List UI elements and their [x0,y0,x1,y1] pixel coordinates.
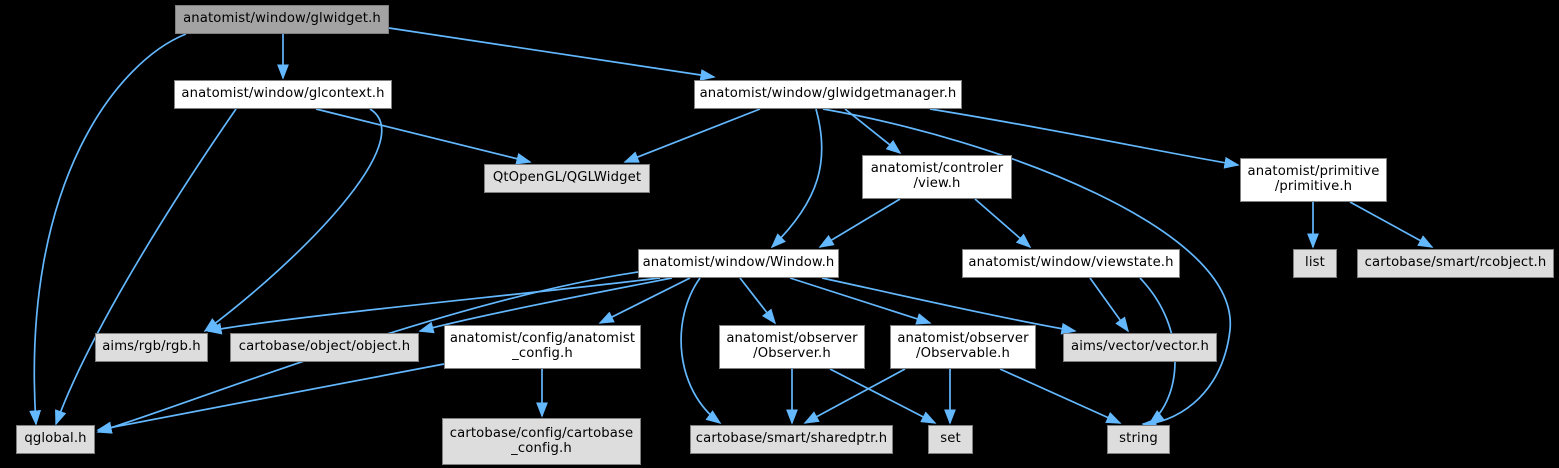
graph-node-string[interactable]: string [1107,425,1170,454]
edge-primitive-to-rcobject [1349,201,1434,248]
edge-anatomistconfig-to-qglobal [96,363,445,434]
graph-node-label: string [1119,431,1158,447]
edge-view-to-viewstate [974,198,1032,249]
edge-window-to-anatomistconfig [598,277,691,324]
edge-observer-to-set [829,368,937,424]
graph-node-label: anatomist/primitive /primitive.h [1247,164,1380,194]
graph-node-rcobject[interactable]: cartobase/smart/rcobject.h [1357,249,1554,278]
graph-node-glwidgetmanager[interactable]: anatomist/window/glwidgetmanager.h [694,80,962,109]
graph-node-label: aims/rgb/rgb.h [102,339,201,355]
graph-node-observable[interactable]: anatomist/observer /Observable.h [890,325,1036,369]
graph-node-label: QtOpenGL/QGLWidget [492,170,642,186]
edge-glcontext-to-rgb [203,108,383,333]
graph-node-label: anatomist/controler /view.h [870,161,1004,191]
graph-node-list[interactable]: list [1293,249,1337,278]
graph-node-window[interactable]: anatomist/window/Window.h [638,249,839,278]
graph-node-observer[interactable]: anatomist/observer /Observer.h [719,325,865,369]
edge-glcontext-to-qglwidget [315,108,532,165]
graph-node-object[interactable]: cartobase/object/object.h [230,333,419,362]
edge-glwidgetmanager-to-qglwidget [623,108,761,163]
graph-node-qglobal[interactable]: qglobal.h [16,425,95,454]
graph-node-label: anatomist/window/Window.h [642,255,835,271]
graph-node-label: list [1305,255,1325,271]
edge-window-to-rgb [206,277,661,335]
edge-window-to-sharedptr [680,277,722,425]
graph-node-label: cartobase/smart/rcobject.h [1364,255,1547,271]
graph-node-label: anatomist/observer /Observable.h [897,331,1029,361]
graph-node-label: cartobase/config/cartobase _config.h [449,425,634,456]
graph-node-label: cartobase/object/object.h [238,339,411,355]
edge-glwidgetmanager-to-view [844,108,902,155]
edge-observable-to-sharedptr [803,368,906,424]
graph-node-vector[interactable]: aims/vector/vector.h [1063,333,1217,362]
edge-window-to-observer [739,277,777,325]
graph-node-viewstate[interactable]: anatomist/window/viewstate.h [962,249,1180,278]
graph-node-view[interactable]: anatomist/controler /view.h [862,155,1012,199]
graph-node-qglwidget[interactable]: QtOpenGL/QGLWidget [484,164,650,193]
graph-node-label: anatomist/window/glwidget.h [183,11,381,27]
edge-glwidgetmanager-to-window [770,108,823,249]
edge-window-to-observable [789,277,932,325]
edge-glwidget-to-qglobal [29,33,187,426]
graph-node-glcontext[interactable]: anatomist/window/glcontext.h [174,80,392,109]
graph-node-label: qglobal.h [24,431,87,447]
graph-node-label: anatomist/config/anatomist _config.h [449,331,636,361]
edge-observable-to-string [999,368,1122,424]
graph-node-sharedptr[interactable]: cartobase/smart/sharedptr.h [690,425,893,454]
edge-window-to-vector [821,277,1077,335]
edge-viewstate-to-vector [1089,277,1129,333]
graph-node-rgb[interactable]: aims/rgb/rgb.h [95,333,208,362]
graph-node-label: cartobase/smart/sharedptr.h [695,431,888,447]
graph-node-label: anatomist/window/glcontext.h [181,86,385,102]
graph-node-cartobaseconfig[interactable]: cartobase/config/cartobase _config.h [442,418,641,465]
graph-node-label: anatomist/window/glwidgetmanager.h [699,86,957,102]
graph-node-label: anatomist/window/viewstate.h [968,255,1174,271]
edge-view-to-window [818,198,901,248]
edge-window-to-object [418,277,673,334]
graph-node-glwidget[interactable]: anatomist/window/glwidget.h [175,5,389,34]
edge-glcontext-to-qglobal [55,108,237,426]
graph-node-label: set [940,431,961,447]
graph-node-label: aims/vector/vector.h [1071,339,1209,355]
graph-node-primitive[interactable]: anatomist/primitive /primitive.h [1240,158,1387,202]
edge-glwidget-to-glwidgetmanager [388,27,716,81]
graph-node-label: anatomist/observer /Observer.h [726,331,858,361]
graph-node-set[interactable]: set [928,425,973,454]
graph-node-anatomistconfig[interactable]: anatomist/config/anatomist _config.h [444,325,641,369]
